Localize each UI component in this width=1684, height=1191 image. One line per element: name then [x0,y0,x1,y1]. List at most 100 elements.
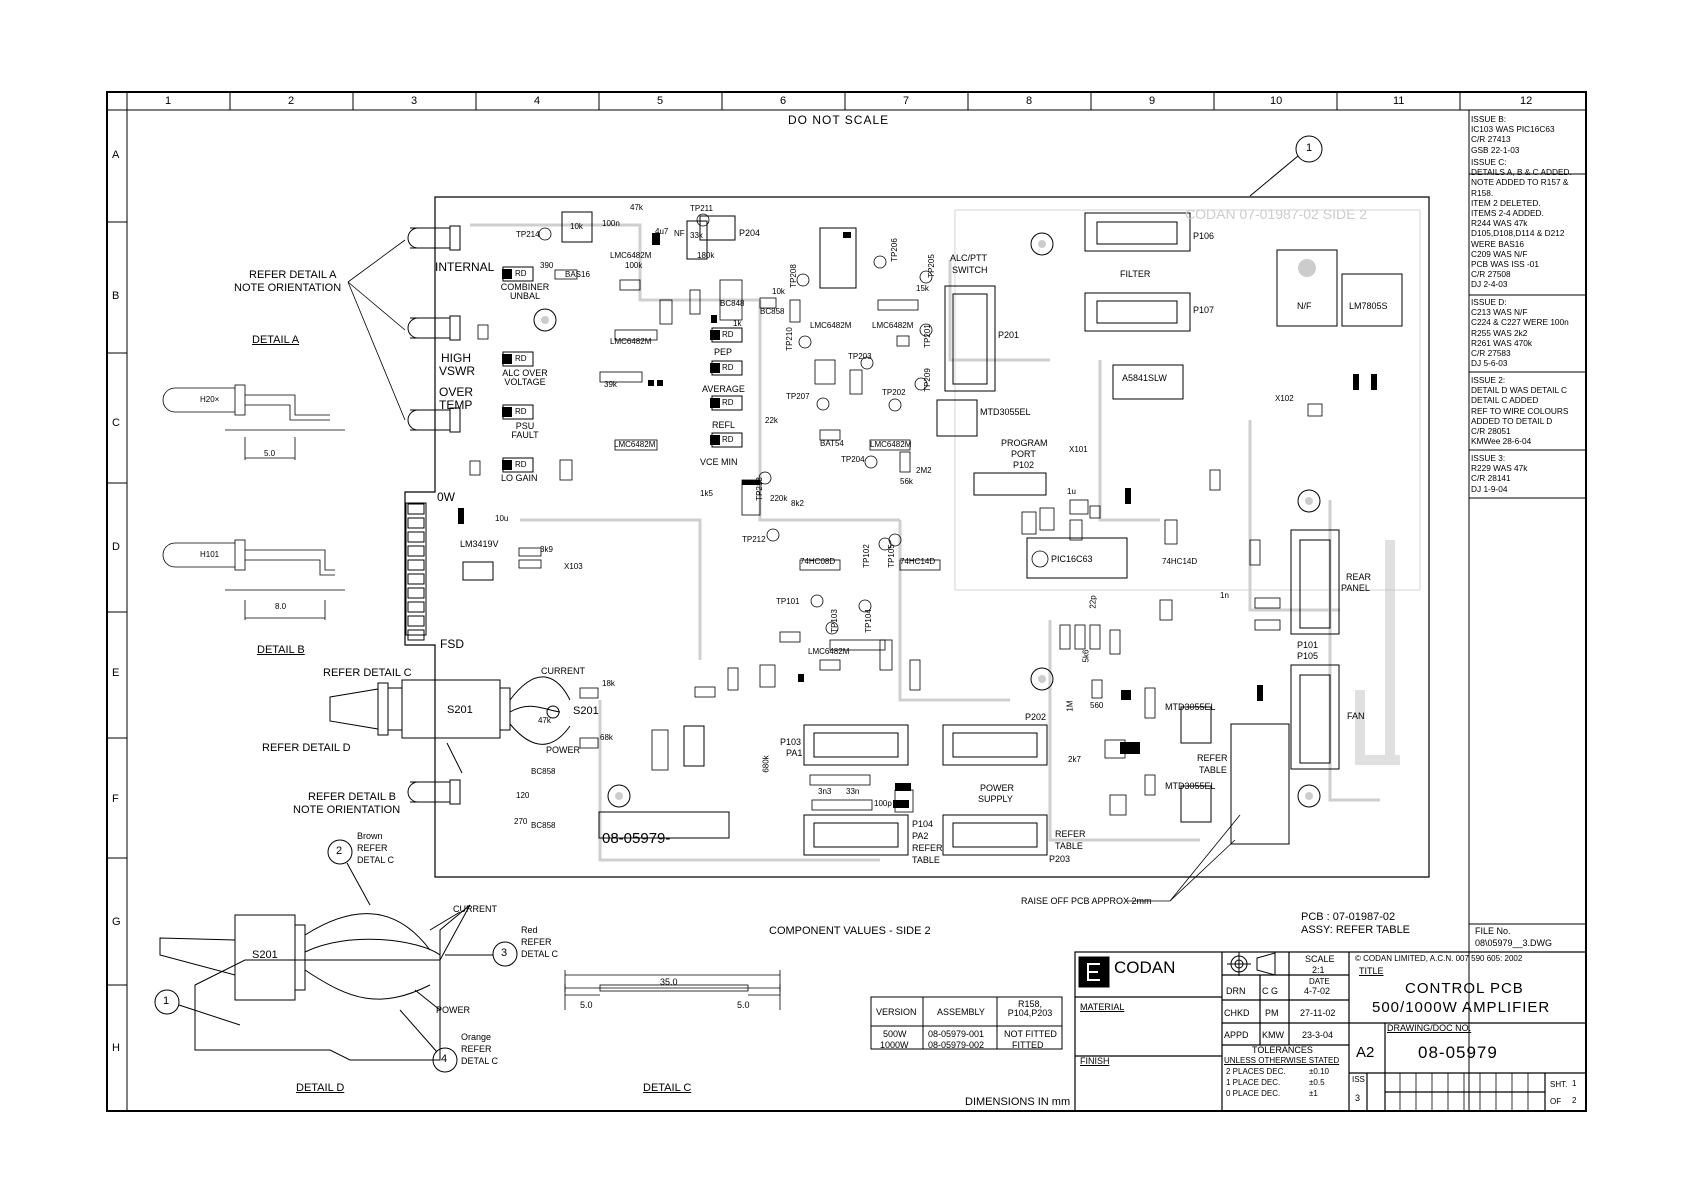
led-vswr: VSWR [439,364,475,378]
row-label: F [112,793,119,805]
detail-c-left: 5.0 [580,1000,593,1010]
label-x101: X101 [1069,445,1088,454]
component-value: 100n [602,219,620,228]
label-p101: P101 [1297,640,1319,650]
item-1-callout-detail: 1 [163,995,170,1007]
component-value: BAT54 [820,439,844,448]
led-over: OVER [439,385,474,399]
tol-0-place: 0 PLACE DEC. [1226,1089,1281,1098]
component-value: 180k [697,251,715,260]
led-internal: INTERNAL [435,260,495,274]
test-point: TP213 [754,477,764,501]
label-alc-ptt: ALC/PTT [950,253,988,263]
label-p105: P105 [1297,651,1319,661]
component-value: 39k [604,380,617,389]
test-point: TP201 [922,324,932,348]
component-value: 10k [570,222,583,231]
switch-current: CURRENT [541,666,585,676]
label-pa1: PA1 [786,748,803,758]
component-value: BC858 [760,307,785,316]
revision-issue-3: ISSUE 3: R229 WAS 47k C/R 28141 DJ 1-9-0… [1471,453,1528,494]
indicator-refl: REFL [712,420,736,430]
bargraph-fsd: FSD [440,637,464,651]
component-value: 1k5 [700,489,713,498]
row-label: G [112,916,121,928]
fit-1000w: FITTED [1012,1040,1044,1050]
test-point: TP209 [922,368,932,392]
indicator-combiner-unbal: COMBINER UNBAL [500,282,550,301]
component-value: 22p [1088,595,1098,609]
detail-d-red: Red [521,925,538,935]
of-value: 2 [1572,1096,1577,1105]
raise-off-note: RAISE OFF PCB APPROX 2mm [1021,896,1152,906]
label-program: PROGRAM [1001,438,1048,448]
ic-74hc14d: 74HC14D [1162,557,1198,566]
ic-74hc14d: 74HC14D [900,557,936,566]
label-port: PORT [1011,449,1036,459]
ic-lmc6482: LMC6482M [870,440,912,449]
label-p202: P202 [1025,712,1047,722]
company-name: CODAN [1114,958,1176,977]
test-point: TP105 [886,544,896,568]
detail-d-detal-2: DETAL C [357,855,395,865]
component-value: 10u [495,514,509,523]
indicator-vce-min: VCE MIN [700,457,738,467]
component-value: 2k7 [1068,755,1081,764]
bargraph-0w: 0W [437,490,455,504]
ic-lmc6482: LMC6482M [810,321,852,330]
of-label: OF [1550,1097,1562,1106]
tol-2-places: 2 PLACES DEC. [1226,1067,1286,1076]
version-1000w: 1000W [880,1040,909,1050]
iss-value: 3 [1355,1093,1361,1103]
switch-power: POWER [546,745,581,755]
version-header: VERSION [876,1007,917,1017]
label-p102: P102 [1013,460,1035,470]
transistor-bc858-b: BC858 [531,821,556,830]
revision-issue-2: ISSUE 2: DETAIL D WAS DETAIL C DETAIL C … [1471,375,1569,447]
label-p201: P201 [998,330,1020,340]
component-value: 33k [690,231,703,240]
resistor-18k: 18k [602,679,615,688]
do-not-scale-note: DO NOT SCALE [788,113,890,127]
label-p204: P204 [739,228,761,238]
label-supply: SUPPLY [978,794,1013,804]
led-high: HIGH [441,351,471,365]
label-table-a: TABLE [912,855,940,865]
copyright: © CODAN LIMITED, A.C.N. 007 590 605: 200… [1355,954,1523,963]
resistor-120: 120 [516,791,530,800]
col-label: 8 [1026,95,1033,107]
dimensions-note: DIMENSIONS IN mm [965,1096,1071,1108]
sheet-size: A2 [1356,1044,1375,1061]
row-label: A [112,149,120,161]
detail-d-current: CURRENT [453,904,497,914]
assy-note: ASSY: REFER TABLE [1301,924,1411,936]
label-power: POWER [980,783,1015,793]
label-p107: P107 [1193,305,1215,315]
label-pa2: PA2 [912,831,929,841]
detail-d-detal-4: DETAL C [461,1056,499,1066]
test-point: TP101 [776,597,800,606]
label-fan: FAN [1347,711,1365,721]
test-point: TP211 [690,204,713,213]
test-point: TP104 [863,609,873,633]
drawing-title-1: CONTROL PCB [1405,980,1524,997]
col-label: 11 [1393,95,1405,107]
component-value: NF [674,229,685,238]
assembly-header: ASSEMBLY [937,1007,985,1017]
material-label: MATERIAL [1080,1002,1125,1012]
unless-stated: UNLESS OTHERWISE STATED [1224,1056,1340,1065]
label-p203: P203 [1049,854,1071,864]
indicator-alc-over-voltage: ALC OVER VOLTAGE [502,368,548,387]
component-value: 10k [772,287,785,296]
ic-lmc6482: LMC6482M [872,321,914,330]
component-value: 100p [874,799,892,808]
scale-value: 2:1 [1312,965,1325,975]
drawing-title-2: 500/1000W AMPLIFIER [1372,999,1551,1016]
resistor-47k: 47k [538,716,551,725]
chkd-date: 27-11-02 [1300,1008,1336,1018]
row-label: E [112,667,120,679]
detail-b-title: DETAIL B [257,644,305,656]
chkd-label: CHKD [1224,1008,1250,1018]
